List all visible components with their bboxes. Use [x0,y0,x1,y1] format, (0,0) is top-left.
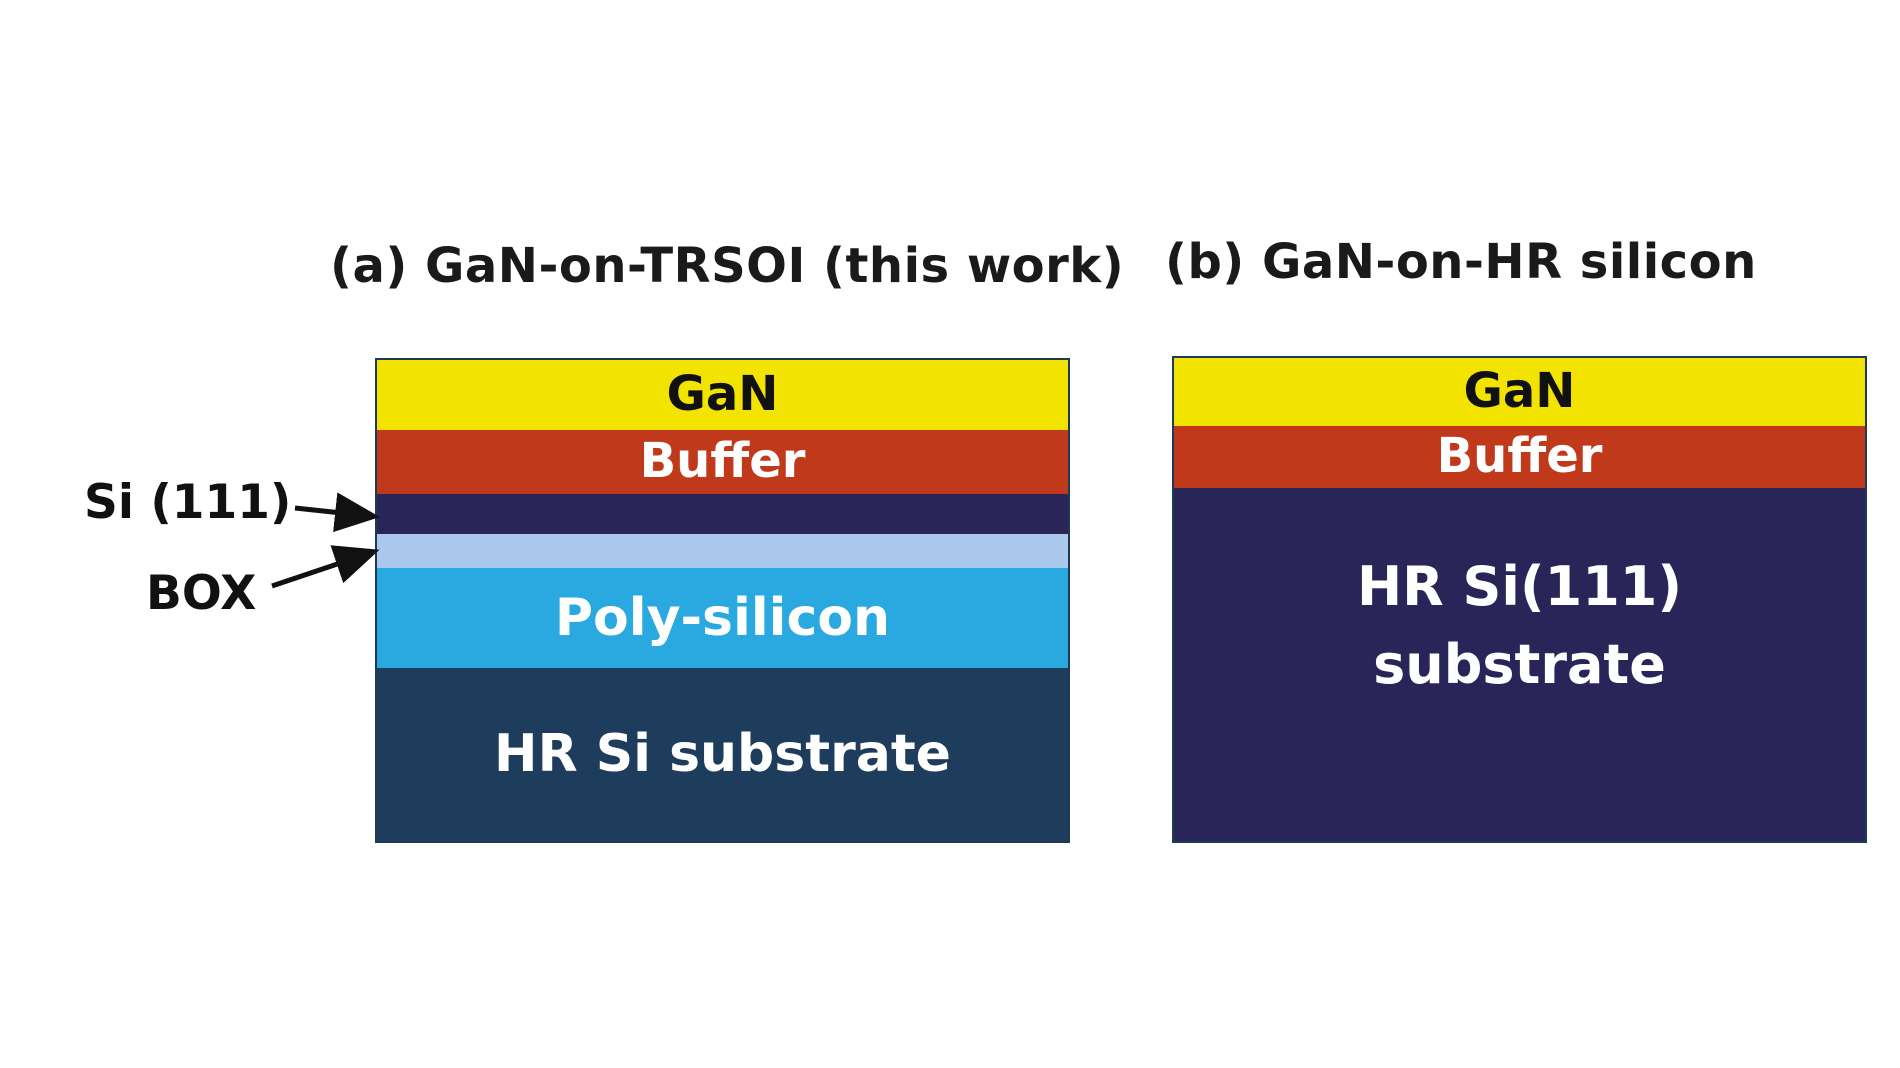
panel-b-gan-layer: GaN [1174,358,1865,426]
panel-a-buffer-layer: Buffer [377,430,1068,494]
panel-a-substrate-label: HR Si substrate [494,724,951,785]
panel-a-title: (a) GaN-on-TRSOI (this work) [330,238,1125,294]
panel-a-polysilicon-layer: Poly-silicon [377,568,1068,668]
panel-b-layer-stack: GaN Buffer HR Si(111) substrate [1172,356,1867,843]
panel-a-substrate-layer: HR Si substrate [377,668,1068,841]
box-arrow [271,545,380,589]
si111-annotation-label: Si (111) [84,475,292,530]
panel-b-title: (b) GaN-on-HR silicon [1165,234,1757,290]
panel-a-gan-layer: GaN [377,360,1068,430]
panel-a-layer-stack: GaN Buffer Poly-silicon HR Si substrate [375,358,1070,843]
panel-b-substrate-layer: HR Si(111) substrate [1174,488,1865,841]
panel-a-buffer-label: Buffer [639,433,806,490]
panel-b-buffer-layer: Buffer [1174,426,1865,488]
panel-a-si111-layer [377,494,1068,534]
panel-b-substrate-label: HR Si(111) substrate [1356,555,1683,697]
panel-a-box-layer [377,534,1068,568]
box-annotation-label: BOX [146,566,257,621]
panel-b-buffer-label: Buffer [1436,428,1603,485]
panel-b-gan-label: GaN [1463,363,1576,420]
panel-a-polysilicon-label: Poly-silicon [554,587,891,648]
si111-arrow [294,492,380,533]
panel-a-gan-label: GaN [666,366,779,423]
